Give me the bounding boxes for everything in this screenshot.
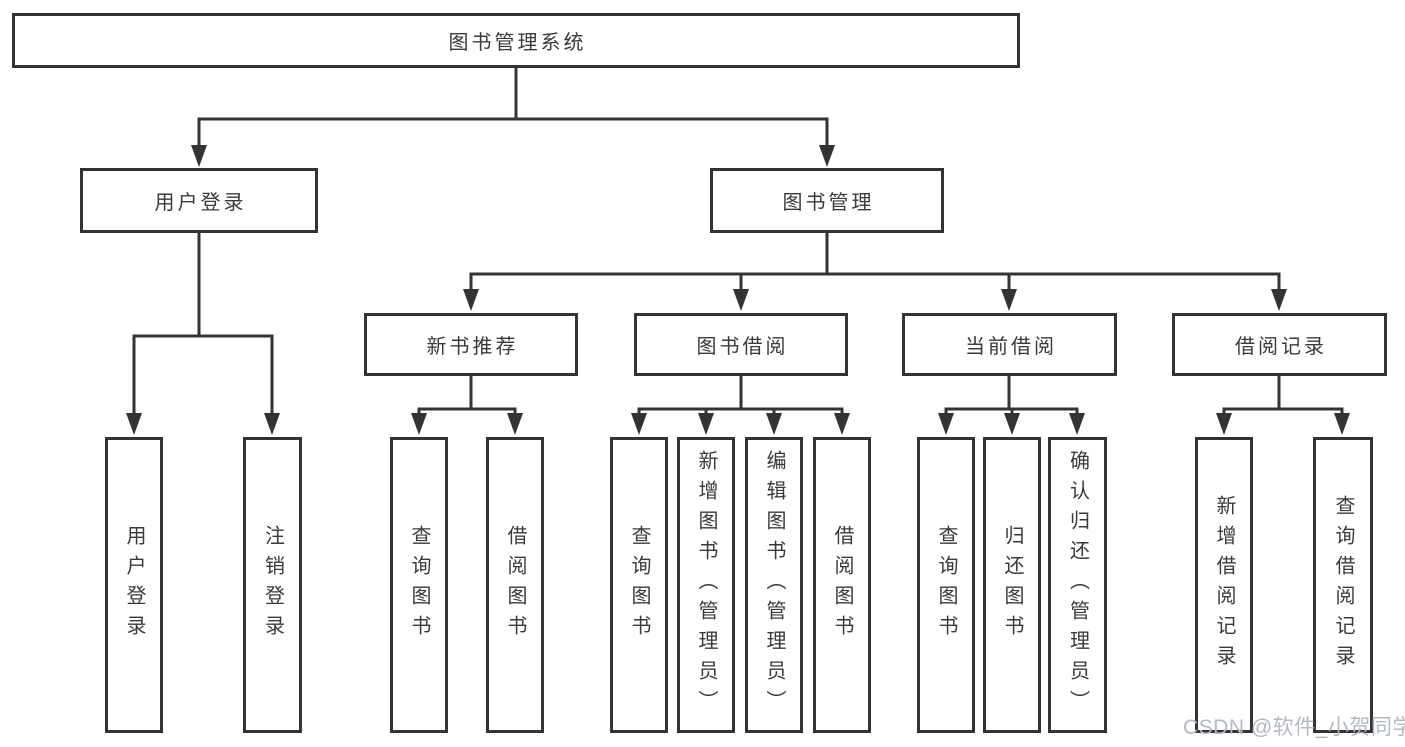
leaf-borrow-query-books: 查询图书 [610,437,668,733]
leaf-logout: 注销登录 [243,437,302,733]
leaf-add-borrow-record: 新增借阅记录 [1195,437,1253,733]
leaf-borrow-books: 借阅图书 [813,437,871,733]
node-current-borrow: 当前借阅 [902,313,1117,376]
leaf-add-books-admin: 新增图书（管理员） [677,437,735,733]
leaf-confirm-return-admin: 确认归还（管理员） [1048,437,1107,733]
leaf-return-books: 归还图书 [983,437,1041,733]
node-new-book-recommend: 新书推荐 [364,313,578,376]
leaf-recommend-query-books: 查询图书 [390,437,448,733]
leaf-user-login: 用户登录 [105,437,163,733]
node-book-management: 图书管理 [710,168,944,233]
arrowheads [126,145,1350,435]
node-user-login: 用户登录 [80,168,318,233]
leaf-current-query-books: 查询图书 [917,437,975,733]
node-root: 图书管理系统 [12,13,1020,68]
node-borrow-records: 借阅记录 [1172,313,1387,376]
leaf-query-borrow-record: 查询借阅记录 [1313,437,1373,733]
leaf-recommend-borrow-books: 借阅图书 [486,437,544,733]
node-book-borrow: 图书借阅 [634,313,848,376]
csdn-watermark: CSDN @软件_小贺同学 [1183,716,1405,739]
leaf-edit-books-admin: 编辑图书（管理员） [745,437,803,733]
